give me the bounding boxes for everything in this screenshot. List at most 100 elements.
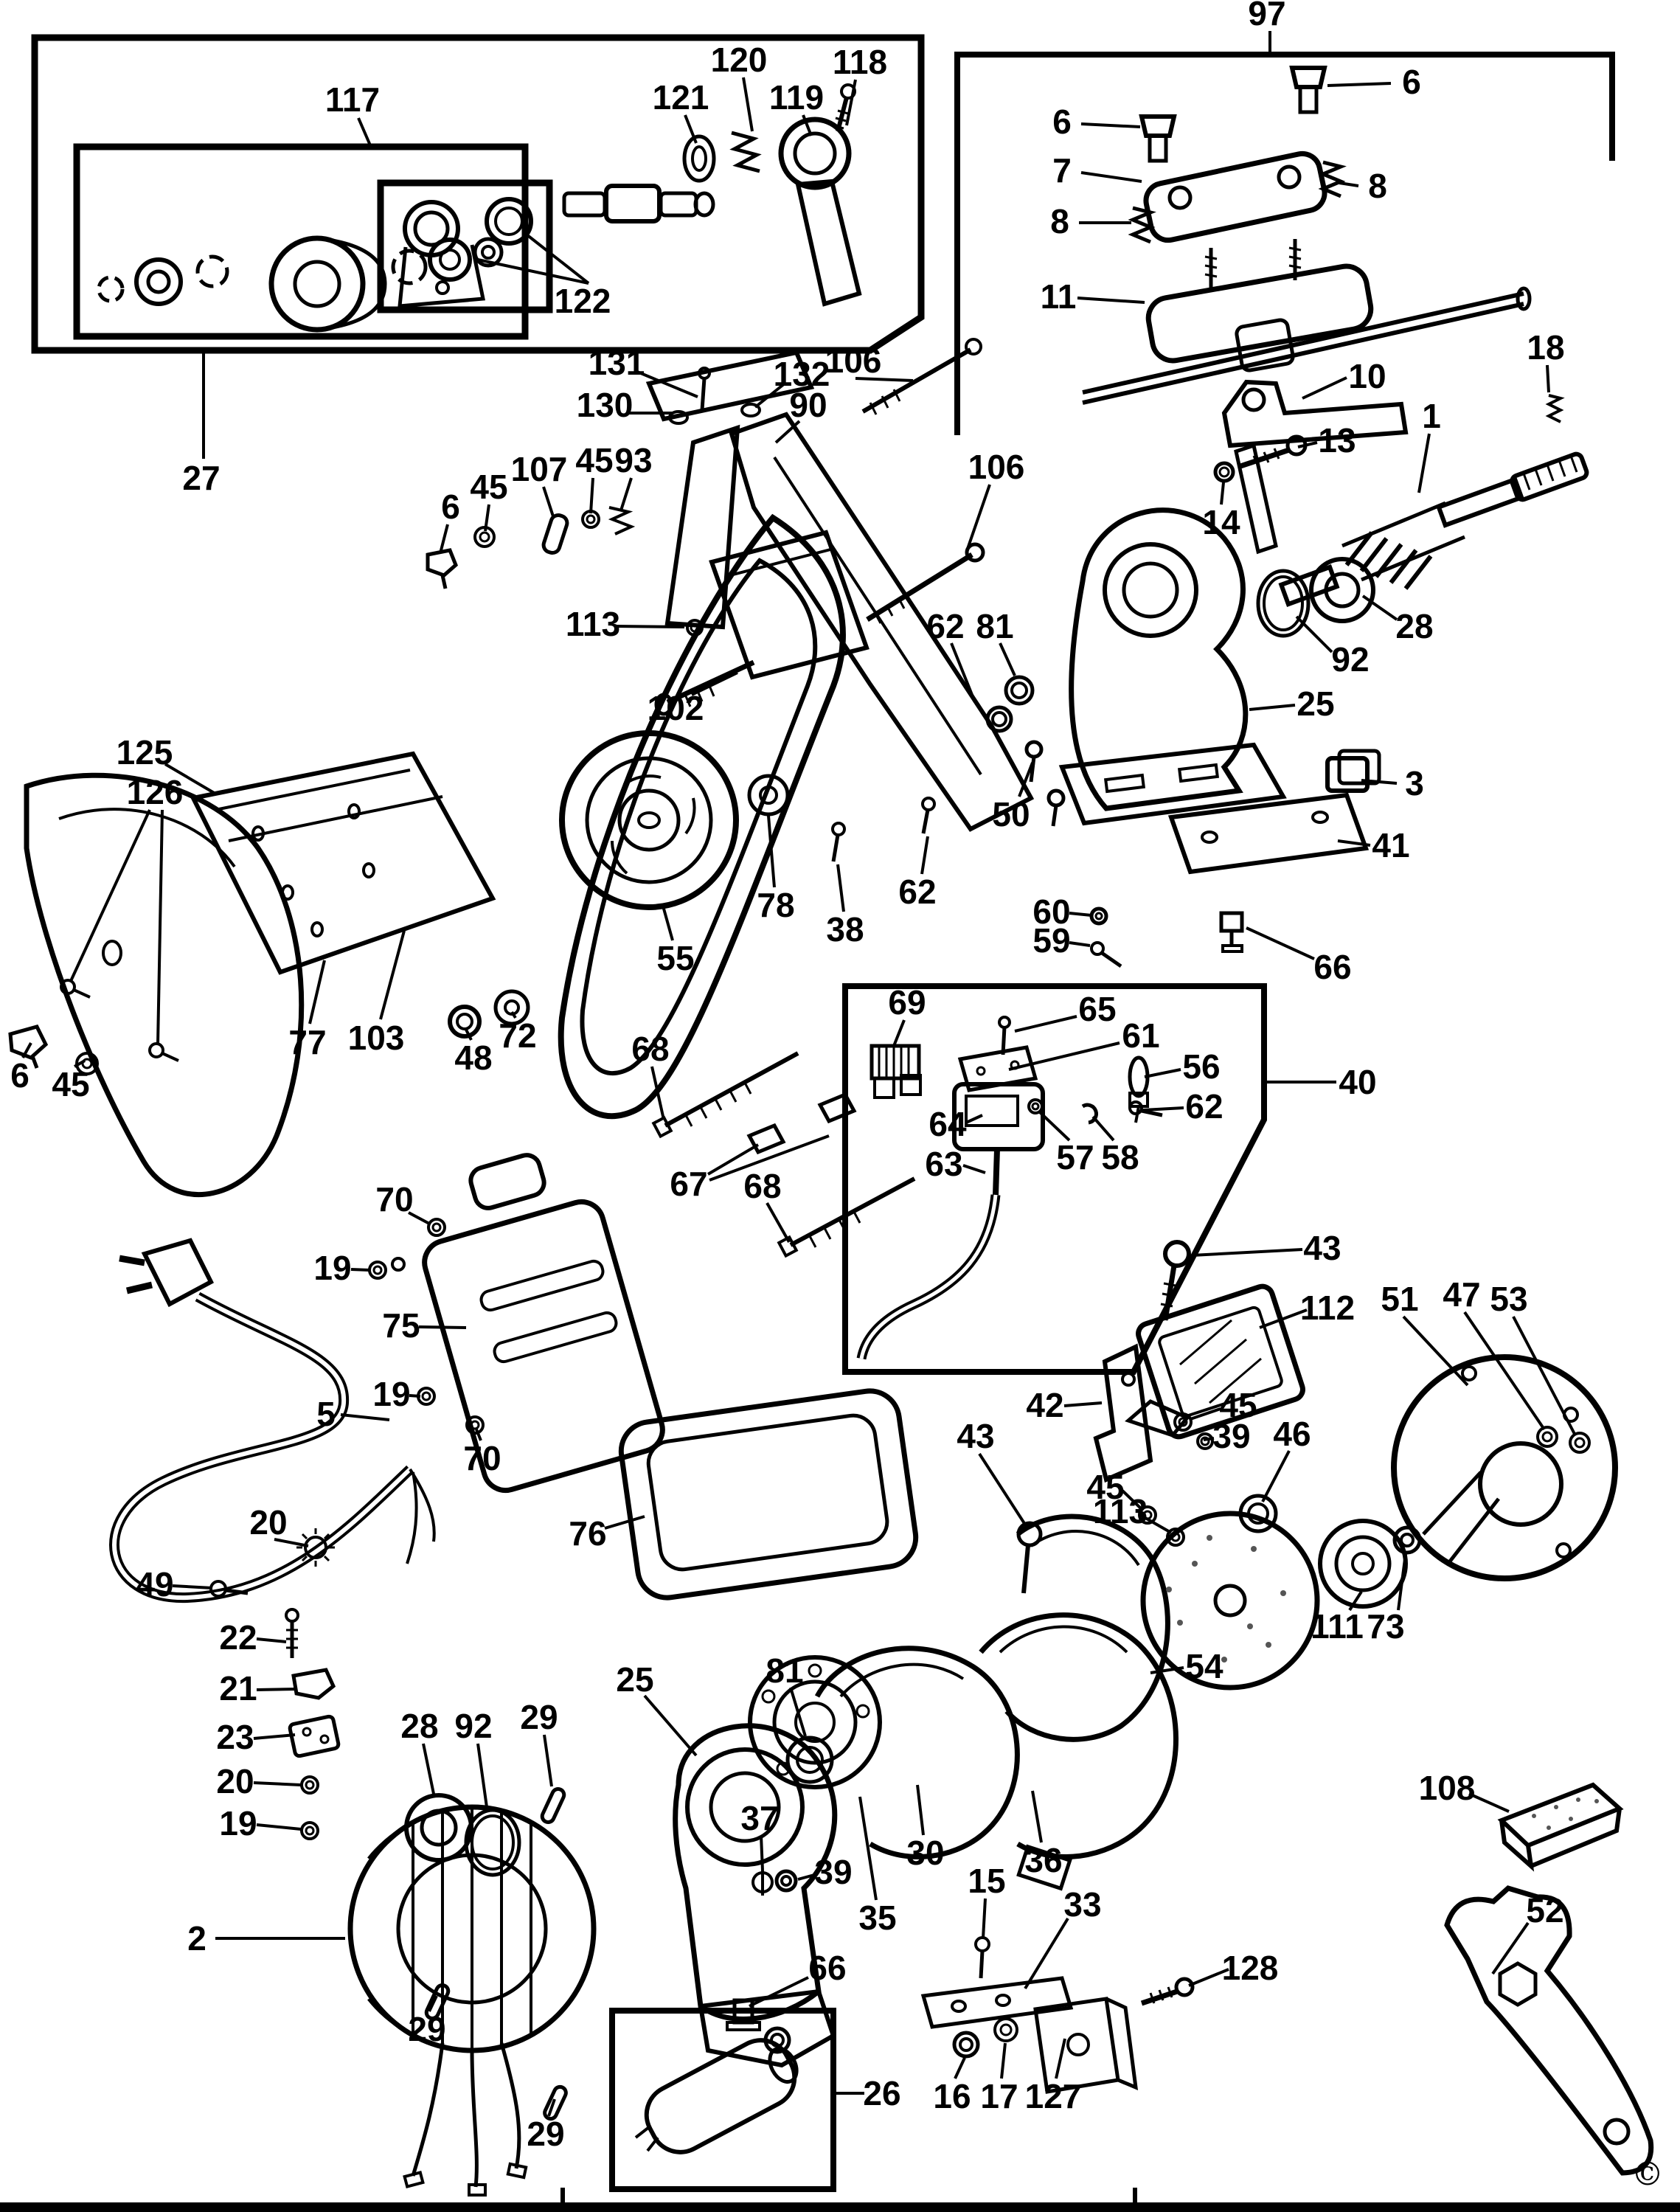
leader-line	[1191, 1248, 1303, 1257]
leader-line	[855, 377, 914, 382]
leader-line	[742, 77, 754, 132]
part-number-label: 113	[1093, 1492, 1148, 1530]
leader-line	[619, 477, 633, 511]
part-number-label: 38	[826, 910, 864, 949]
part-number-label: 63	[925, 1145, 962, 1183]
leader-line	[858, 1796, 878, 1901]
part-number-label: 108	[1419, 1769, 1476, 1807]
leader-line	[1031, 1790, 1043, 1843]
part-number-label: 59	[1032, 921, 1070, 960]
leader-line	[1491, 1921, 1530, 1975]
leader-line	[1000, 2042, 1007, 2079]
leader-line	[962, 1164, 986, 1174]
leader-line	[1249, 704, 1296, 711]
leader-line	[1297, 441, 1318, 448]
leader-line	[379, 930, 406, 1020]
part-number-label: 13	[1318, 421, 1356, 460]
leader-line	[1024, 1917, 1069, 1990]
part-number-label: 68	[743, 1167, 781, 1205]
leader-line	[409, 1394, 421, 1398]
leader-line	[1144, 1068, 1181, 1078]
part-number-label: 130	[577, 386, 634, 424]
leader-line	[547, 2098, 556, 2117]
part-number-label: 30	[906, 1834, 944, 1872]
part-number-label: 15	[968, 1862, 1005, 1900]
part-number-label: 2	[187, 1919, 206, 1958]
part-number-label: 92	[454, 1707, 492, 1745]
leader-line	[1339, 181, 1359, 187]
part-number-label: 72	[499, 1016, 536, 1055]
leader-line	[475, 1429, 482, 1441]
part-number-label: 20	[249, 1503, 287, 1542]
tension-arm-drawing	[682, 83, 862, 307]
leader-line	[1018, 762, 1034, 797]
part-number-label: 68	[631, 1030, 669, 1068]
part-number-label: 60	[1032, 892, 1070, 931]
leader-line	[650, 1066, 665, 1120]
part-number-label: 131	[589, 344, 645, 382]
part-number-label: 17	[980, 2077, 1018, 2115]
leader-line	[428, 1995, 438, 2012]
part-number-label: 117	[325, 80, 380, 119]
leader-line	[1512, 1316, 1577, 1436]
leader-line	[1190, 1407, 1221, 1421]
leader-line	[1038, 1111, 1071, 1142]
part-number-label: 25	[616, 1660, 653, 1699]
part-number-label: 6	[441, 488, 460, 526]
leader-line	[643, 1694, 698, 1757]
part-number-label: 76	[569, 1514, 606, 1553]
part-number-label: 50	[992, 795, 1030, 833]
leader-line	[1546, 364, 1550, 393]
leader-line	[760, 1835, 764, 1871]
part-number-label: 112	[1300, 1289, 1355, 1327]
leader-line	[350, 1268, 371, 1272]
leader-line	[422, 1743, 435, 1795]
leader-line	[709, 1134, 830, 1182]
leader-line	[1063, 1401, 1103, 1407]
assembly-box-26	[609, 2008, 836, 2192]
part-number-label: 102	[648, 689, 704, 727]
part-number-label: 29	[520, 1698, 558, 1736]
part-number-label: 46	[1273, 1415, 1311, 1453]
part-number-label: 20	[216, 1762, 254, 1800]
leader-line	[1150, 1666, 1184, 1674]
leader-line	[1261, 1450, 1291, 1502]
part-number-label: 42	[1026, 1386, 1063, 1424]
leader-line	[477, 258, 589, 285]
part-number-label: 18	[1527, 328, 1564, 367]
leader-line	[1402, 1315, 1469, 1387]
part-number-label: 3	[1405, 764, 1424, 802]
part-number-label: 64	[928, 1105, 967, 1143]
part-number-label: 125	[117, 733, 173, 772]
leader-line	[604, 1515, 645, 1530]
leader-line	[1142, 1106, 1184, 1112]
part-number-label: 120	[711, 41, 768, 79]
leader-line	[510, 1010, 517, 1019]
part-number-label: 6	[1402, 63, 1421, 101]
part-number-label: 36	[1024, 1841, 1062, 1879]
part-number-label: 66	[1313, 948, 1351, 986]
leader-line	[920, 836, 929, 875]
leader-line	[1069, 941, 1091, 947]
part-number-label: 47	[1443, 1275, 1480, 1314]
part-number-label: 39	[1212, 1417, 1250, 1455]
leader-line	[1077, 297, 1145, 304]
part-number-label: 8	[1050, 202, 1069, 240]
leader-line	[1080, 171, 1142, 183]
leader-line	[836, 864, 845, 912]
leader-line	[1203, 1437, 1215, 1441]
leader-line	[802, 114, 813, 136]
part-number-label: 106	[968, 448, 1025, 486]
bearing-kit-drawing	[97, 184, 715, 333]
leader-line	[543, 1734, 553, 1787]
leader-line	[408, 1211, 431, 1226]
part-number-label: 6	[10, 1056, 29, 1095]
part-number-label: 128	[1222, 1949, 1279, 1987]
part-number-label: 45	[575, 441, 613, 479]
leader-line	[476, 1743, 488, 1808]
part-number-label: 77	[288, 1023, 326, 1061]
leader-line	[982, 1898, 987, 1939]
part-number-label: 122	[555, 282, 611, 320]
